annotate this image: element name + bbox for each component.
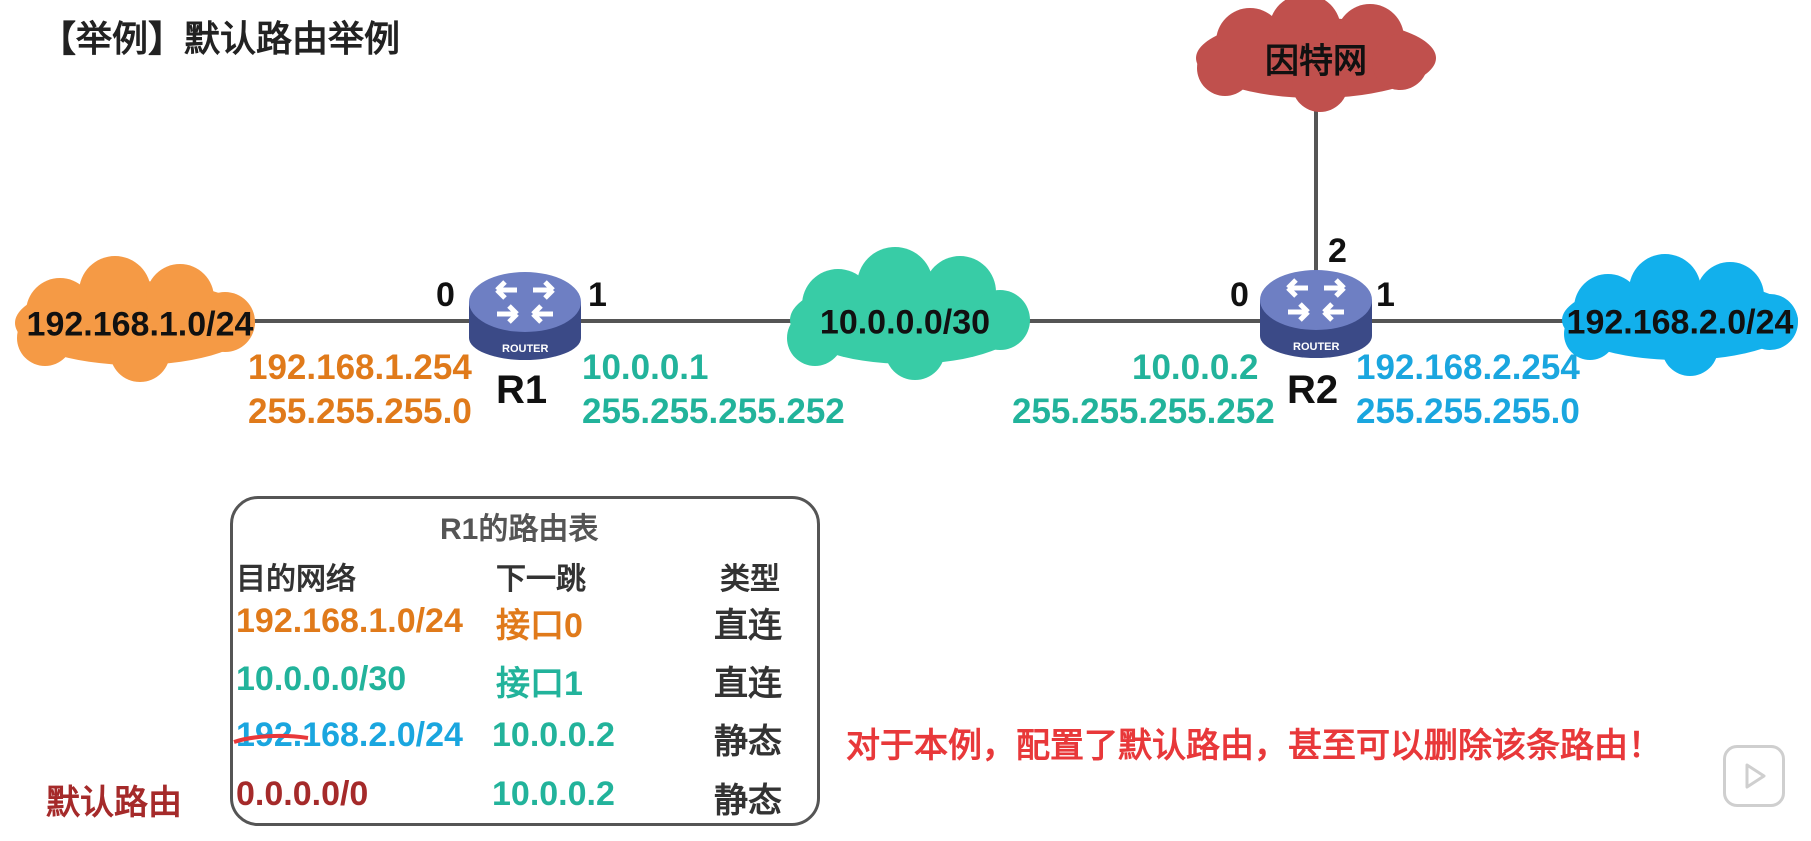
r1-port-0: 0 xyxy=(436,276,455,314)
header-type: 类型 xyxy=(720,563,780,596)
table-row-dest: 192.168.2.0/24 xyxy=(236,716,463,755)
router-icon xyxy=(469,272,581,360)
router-icon-label: ROUTER xyxy=(502,343,549,355)
r1-if1-mask: 255.255.255.252 xyxy=(582,392,845,431)
r2-if0-ip: 10.0.0.2 xyxy=(1132,348,1259,387)
link-network-label: 10.0.0.0/30 xyxy=(819,303,991,342)
r2-name: R2 xyxy=(1287,368,1339,412)
r2-port-2: 2 xyxy=(1328,232,1347,270)
r1-name: R1 xyxy=(496,368,548,412)
table-row-type: 直连 xyxy=(714,665,782,703)
table-row-next-hop: 接口1 xyxy=(496,665,583,703)
table-row-type: 直连 xyxy=(714,607,782,645)
r2-if1-ip: 192.168.2.254 xyxy=(1356,348,1580,387)
link-cloud xyxy=(787,247,1030,380)
table-row-next-hop: 接口0 xyxy=(496,607,583,645)
r2-if0-mask: 255.255.255.252 xyxy=(1012,392,1275,431)
r1-if0-ip: 192.168.1.254 xyxy=(248,348,472,387)
lan2-cloud xyxy=(1562,254,1798,376)
internet-cloud xyxy=(1196,0,1436,112)
dest-suffix: 168.2.0/24 xyxy=(302,716,463,754)
header-dest: 目的网络 xyxy=(236,563,356,596)
lan1-cloud xyxy=(15,256,255,382)
lan2-label: 192.168.2.0/24 xyxy=(1566,303,1794,342)
r1-port-1: 1 xyxy=(588,276,607,314)
page-title: 【举例】默认路由举例 xyxy=(40,18,401,59)
router-icon-label: ROUTER xyxy=(1293,341,1340,353)
table-row-dest: 192.168.1.0/24 xyxy=(236,602,463,640)
routing-table-title: R1的路由表 xyxy=(440,513,599,546)
r1-if1-ip: 10.0.0.1 xyxy=(582,348,709,387)
play-icon xyxy=(1745,763,1766,789)
header-next-hop: 下一跳 xyxy=(496,563,586,596)
table-row-type: 静态 xyxy=(714,723,782,761)
note-text: 对于本例，配置了默认路由，甚至可以删除该条路由！ xyxy=(846,727,1662,765)
table-row-next-hop: 10.0.0.2 xyxy=(492,775,615,813)
r2-port-1: 1 xyxy=(1376,276,1395,314)
routing-table xyxy=(230,496,820,826)
table-row-next-hop: 10.0.0.2 xyxy=(492,716,615,754)
strikethrough-mark xyxy=(233,733,309,744)
r2-port-0: 0 xyxy=(1230,276,1249,314)
table-row-dest: 10.0.0.0/30 xyxy=(236,660,407,698)
router-icon xyxy=(1260,270,1372,358)
play-button[interactable] xyxy=(1723,745,1785,807)
table-row-dest: 0.0.0.0/0 xyxy=(236,775,369,813)
internet-label: 因特网 xyxy=(1265,42,1367,81)
default-route-label: 默认路由 xyxy=(46,784,182,822)
lan1-label: 192.168.1.0/24 xyxy=(26,305,254,344)
r2-if1-mask: 255.255.255.0 xyxy=(1356,392,1580,431)
r1-if0-mask: 255.255.255.0 xyxy=(248,392,472,431)
table-row-type: 静态 xyxy=(714,782,782,820)
